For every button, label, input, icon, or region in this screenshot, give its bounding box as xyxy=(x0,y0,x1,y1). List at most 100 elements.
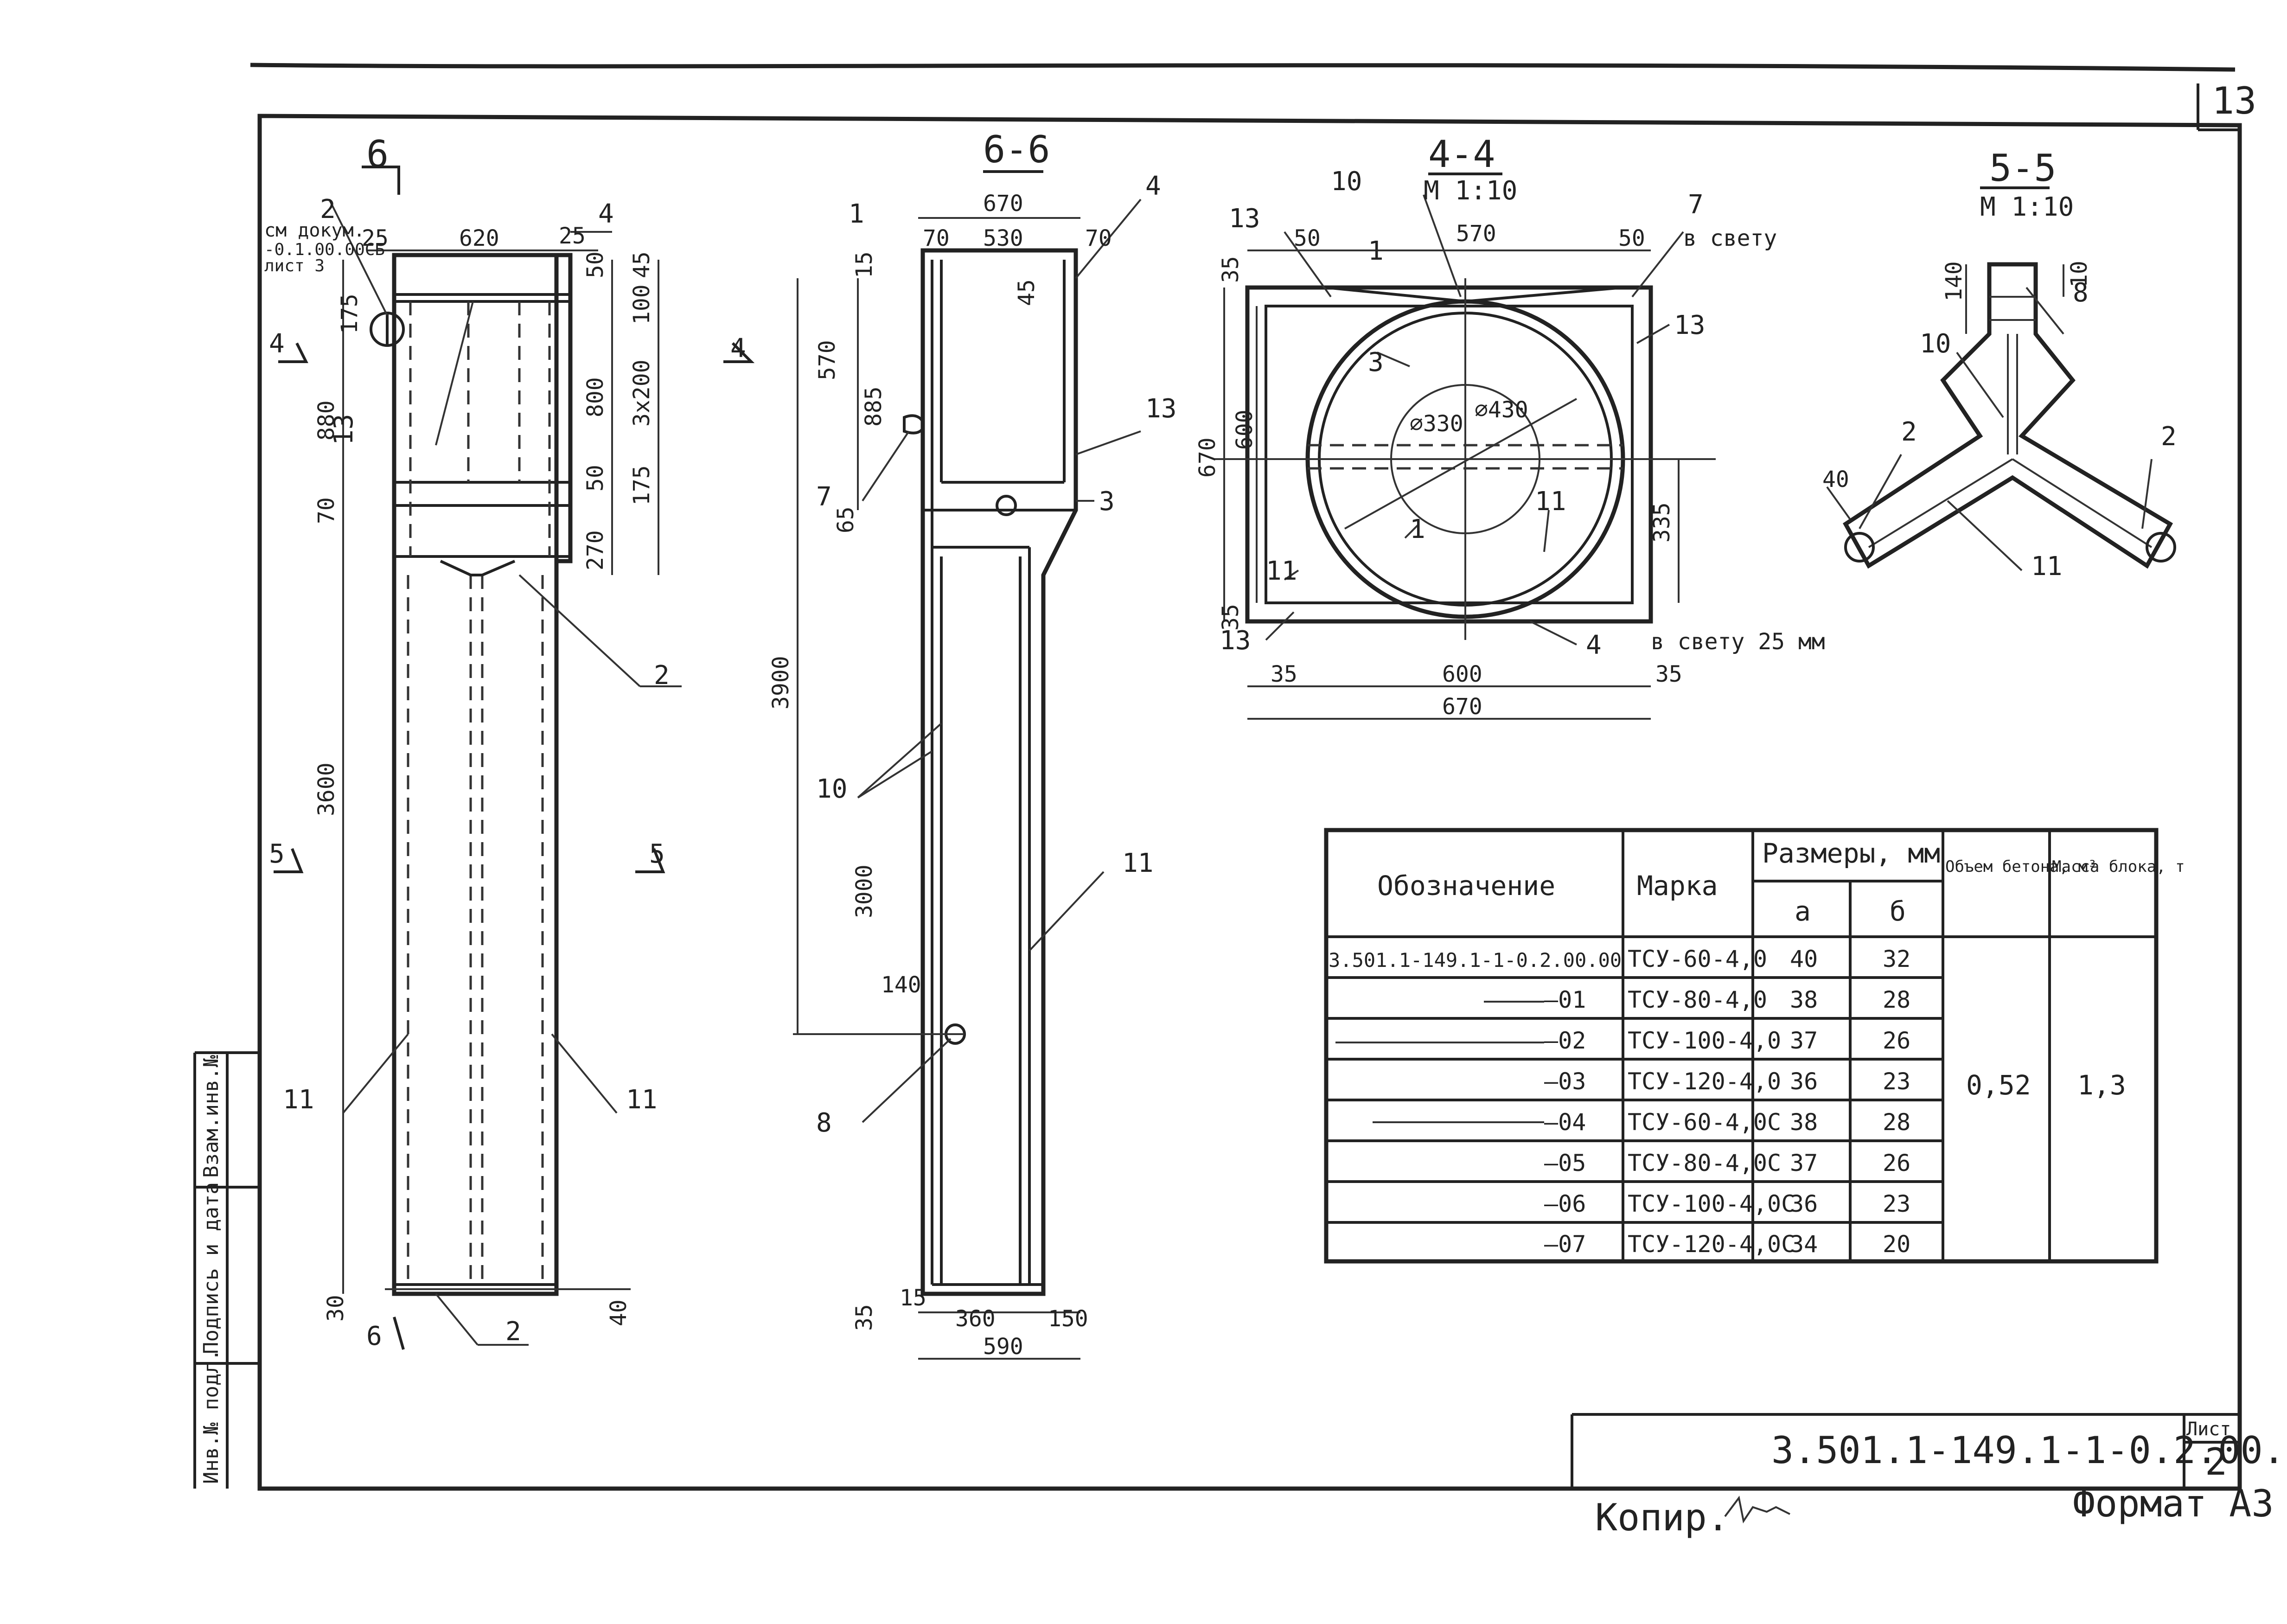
front-cut-mark-6-bottom: 6 xyxy=(366,1321,382,1351)
front-dim-25-right: 25 xyxy=(559,223,586,249)
table-header-volume: Объем бетона, м³ xyxy=(1945,857,2097,876)
stamp-field-replacement: Взам.инв.№ xyxy=(199,1055,223,1178)
s44-dim-d330: ⌀330 xyxy=(1410,411,1463,437)
table-cell-b: 28 xyxy=(1883,986,1910,1013)
s44-dim-670-horiz: 670 xyxy=(1442,694,1482,720)
s66-callout-3: 3 xyxy=(1099,486,1115,517)
s44-dim-50-left: 50 xyxy=(1294,225,1321,251)
front-dim-50-top: 50 xyxy=(582,251,608,278)
front-note-line3: лист 3 xyxy=(264,256,325,275)
s44-callout-10: 10 xyxy=(1331,166,1362,197)
table-cell-mark: ТСУ-100-4,0С xyxy=(1628,1190,1795,1217)
s44-dim-335: 335 xyxy=(1649,502,1675,543)
s66-callout-1: 1 xyxy=(849,199,864,229)
table-mass-value: 1,3 xyxy=(2077,1069,2126,1101)
table-row: —06 ТСУ-100-4,0С 36 23 xyxy=(1544,1190,1910,1217)
s66-dim-570: 570 xyxy=(814,340,840,380)
s44-dim-35-right: 35 xyxy=(1655,661,1682,687)
table-cell-designation: —05 xyxy=(1544,1150,1586,1176)
table-cell-mark: ТСУ-80-4,0С xyxy=(1628,1150,1781,1176)
table-row: —07 ТСУ-120-4,0С 34 20 xyxy=(1544,1231,1910,1258)
s66-callout-8: 8 xyxy=(816,1108,832,1138)
table-header-b: б xyxy=(1890,895,1906,927)
front-dim-175-mid: 175 xyxy=(629,465,655,505)
s55-callout-11: 11 xyxy=(2031,551,2062,582)
copier-signature xyxy=(1724,1496,1790,1524)
s44-dim-570: 570 xyxy=(1456,221,1496,247)
s55-dim-40: 40 xyxy=(1822,467,1849,492)
table-cell-mark: ТСУ-100-4,0 xyxy=(1628,1027,1781,1054)
front-dim-50-mid: 50 xyxy=(582,465,608,492)
s44-callout-11-right: 11 xyxy=(1535,486,1566,517)
front-dim-3x200: 3x200 xyxy=(629,360,655,427)
table-cell-designation: —02 xyxy=(1544,1027,1586,1054)
table-cell-a: 40 xyxy=(1790,946,1818,972)
s55-dim-140: 140 xyxy=(1941,261,1967,301)
s44-callout-13-bottom: 13 xyxy=(1220,626,1251,656)
front-callout-11-right: 11 xyxy=(626,1085,657,1115)
table-cell-mark: ТСУ-120-4,0С xyxy=(1628,1231,1795,1258)
table-cell-b: 23 xyxy=(1883,1190,1910,1217)
table-header-mass: Масса блока, т xyxy=(2052,857,2185,876)
section-44-scale: М 1:10 xyxy=(1424,176,1517,206)
sheet-number: 2 xyxy=(2205,1440,2227,1483)
section-55-title: 5-5 xyxy=(1989,147,2057,190)
front-note-line1: см докум. xyxy=(264,220,365,241)
table-cell-b: 32 xyxy=(1883,946,1910,972)
table-row: —03 ТСУ-120-4,0 36 23 xyxy=(1544,1068,1910,1095)
table-cell-mark: ТСУ-60-4,0С xyxy=(1628,1109,1781,1136)
s44-dim-d430: ⌀430 xyxy=(1475,397,1528,423)
s44-callout-11-left: 11 xyxy=(1266,556,1297,586)
table-cell-designation: —07 xyxy=(1544,1231,1586,1258)
table-cell-b: 28 xyxy=(1883,1109,1910,1136)
table-cell-b: 20 xyxy=(1883,1231,1910,1258)
front-callout-11-left: 11 xyxy=(283,1085,314,1115)
s66-dim-150: 150 xyxy=(1048,1306,1088,1332)
s44-dim-600-horiz: 600 xyxy=(1442,661,1482,687)
front-view xyxy=(274,166,755,1350)
s44-callout-4: 4 xyxy=(1586,630,1602,660)
table-cell-a: 38 xyxy=(1790,1109,1818,1136)
front-dim-3600: 3600 xyxy=(313,762,339,816)
s44-callout-13-top: 13 xyxy=(1229,204,1260,234)
table-cell-mark: ТСУ-60-4,0 xyxy=(1628,946,1767,972)
s44-dim-35-left: 35 xyxy=(1271,661,1297,687)
front-callout-2-top: 2 xyxy=(320,194,336,224)
front-cut-mark-5-right: 5 xyxy=(649,839,665,869)
document-code: 3.501.1-149.1-1-0.2.00.00СБ xyxy=(1771,1429,2287,1472)
s55-dim-10: 10 xyxy=(2066,261,2092,288)
s44-note-clear-bottom: в свету 25 мм xyxy=(1651,629,1825,655)
s55-callout-8: 8 xyxy=(2073,278,2089,308)
table-cell-designation: —04 xyxy=(1544,1109,1586,1136)
s44-dim-35-bottom: 35 xyxy=(1218,604,1244,631)
section-6-6 xyxy=(793,170,1142,1360)
s66-dim-670: 670 xyxy=(983,191,1023,217)
sheet-label: Лист xyxy=(2186,1419,2231,1440)
s44-callout-1-bottom: 1 xyxy=(1410,514,1425,544)
section-5-5 xyxy=(1826,186,2176,571)
s66-dim-45: 45 xyxy=(1014,279,1040,306)
s44-callout-1-top: 1 xyxy=(1368,236,1384,266)
section-55-scale: М 1:10 xyxy=(1980,192,2074,222)
s66-callout-4: 4 xyxy=(1145,171,1161,201)
table-cell-designation: 3.501.1-149.1-1-0.2.00.00 xyxy=(1329,949,1622,972)
table-row: —05 ТСУ-80-4,0С 37 26 xyxy=(1544,1150,1910,1176)
front-dim-100: 100 xyxy=(629,284,655,325)
s44-dim-670-vert: 670 xyxy=(1195,437,1220,478)
front-cut-mark-4-right: 4 xyxy=(730,333,746,364)
table-row: 3.501.1-149.1-1-0.2.00.00 ТСУ-60-4,0 40 … xyxy=(1329,946,1910,972)
table-cell-designation: —03 xyxy=(1544,1068,1586,1095)
s66-callout-10: 10 xyxy=(816,774,847,804)
front-section-mark: 6 xyxy=(366,133,389,176)
s66-callout-11: 11 xyxy=(1122,848,1153,878)
page-number: 13 xyxy=(2212,79,2256,122)
table-header-dimensions: Размеры, мм xyxy=(1762,838,1940,869)
s66-callout-13: 13 xyxy=(1145,394,1176,424)
table-header-mark: Марка xyxy=(1637,870,1718,902)
front-dim-620: 620 xyxy=(459,225,499,251)
s66-dim-15-top: 15 xyxy=(851,251,877,278)
table-row: —01 ТСУ-80-4,0 38 28 xyxy=(1484,986,1910,1013)
table-cell-b: 26 xyxy=(1883,1150,1910,1176)
section-4-4 xyxy=(1215,173,1716,720)
